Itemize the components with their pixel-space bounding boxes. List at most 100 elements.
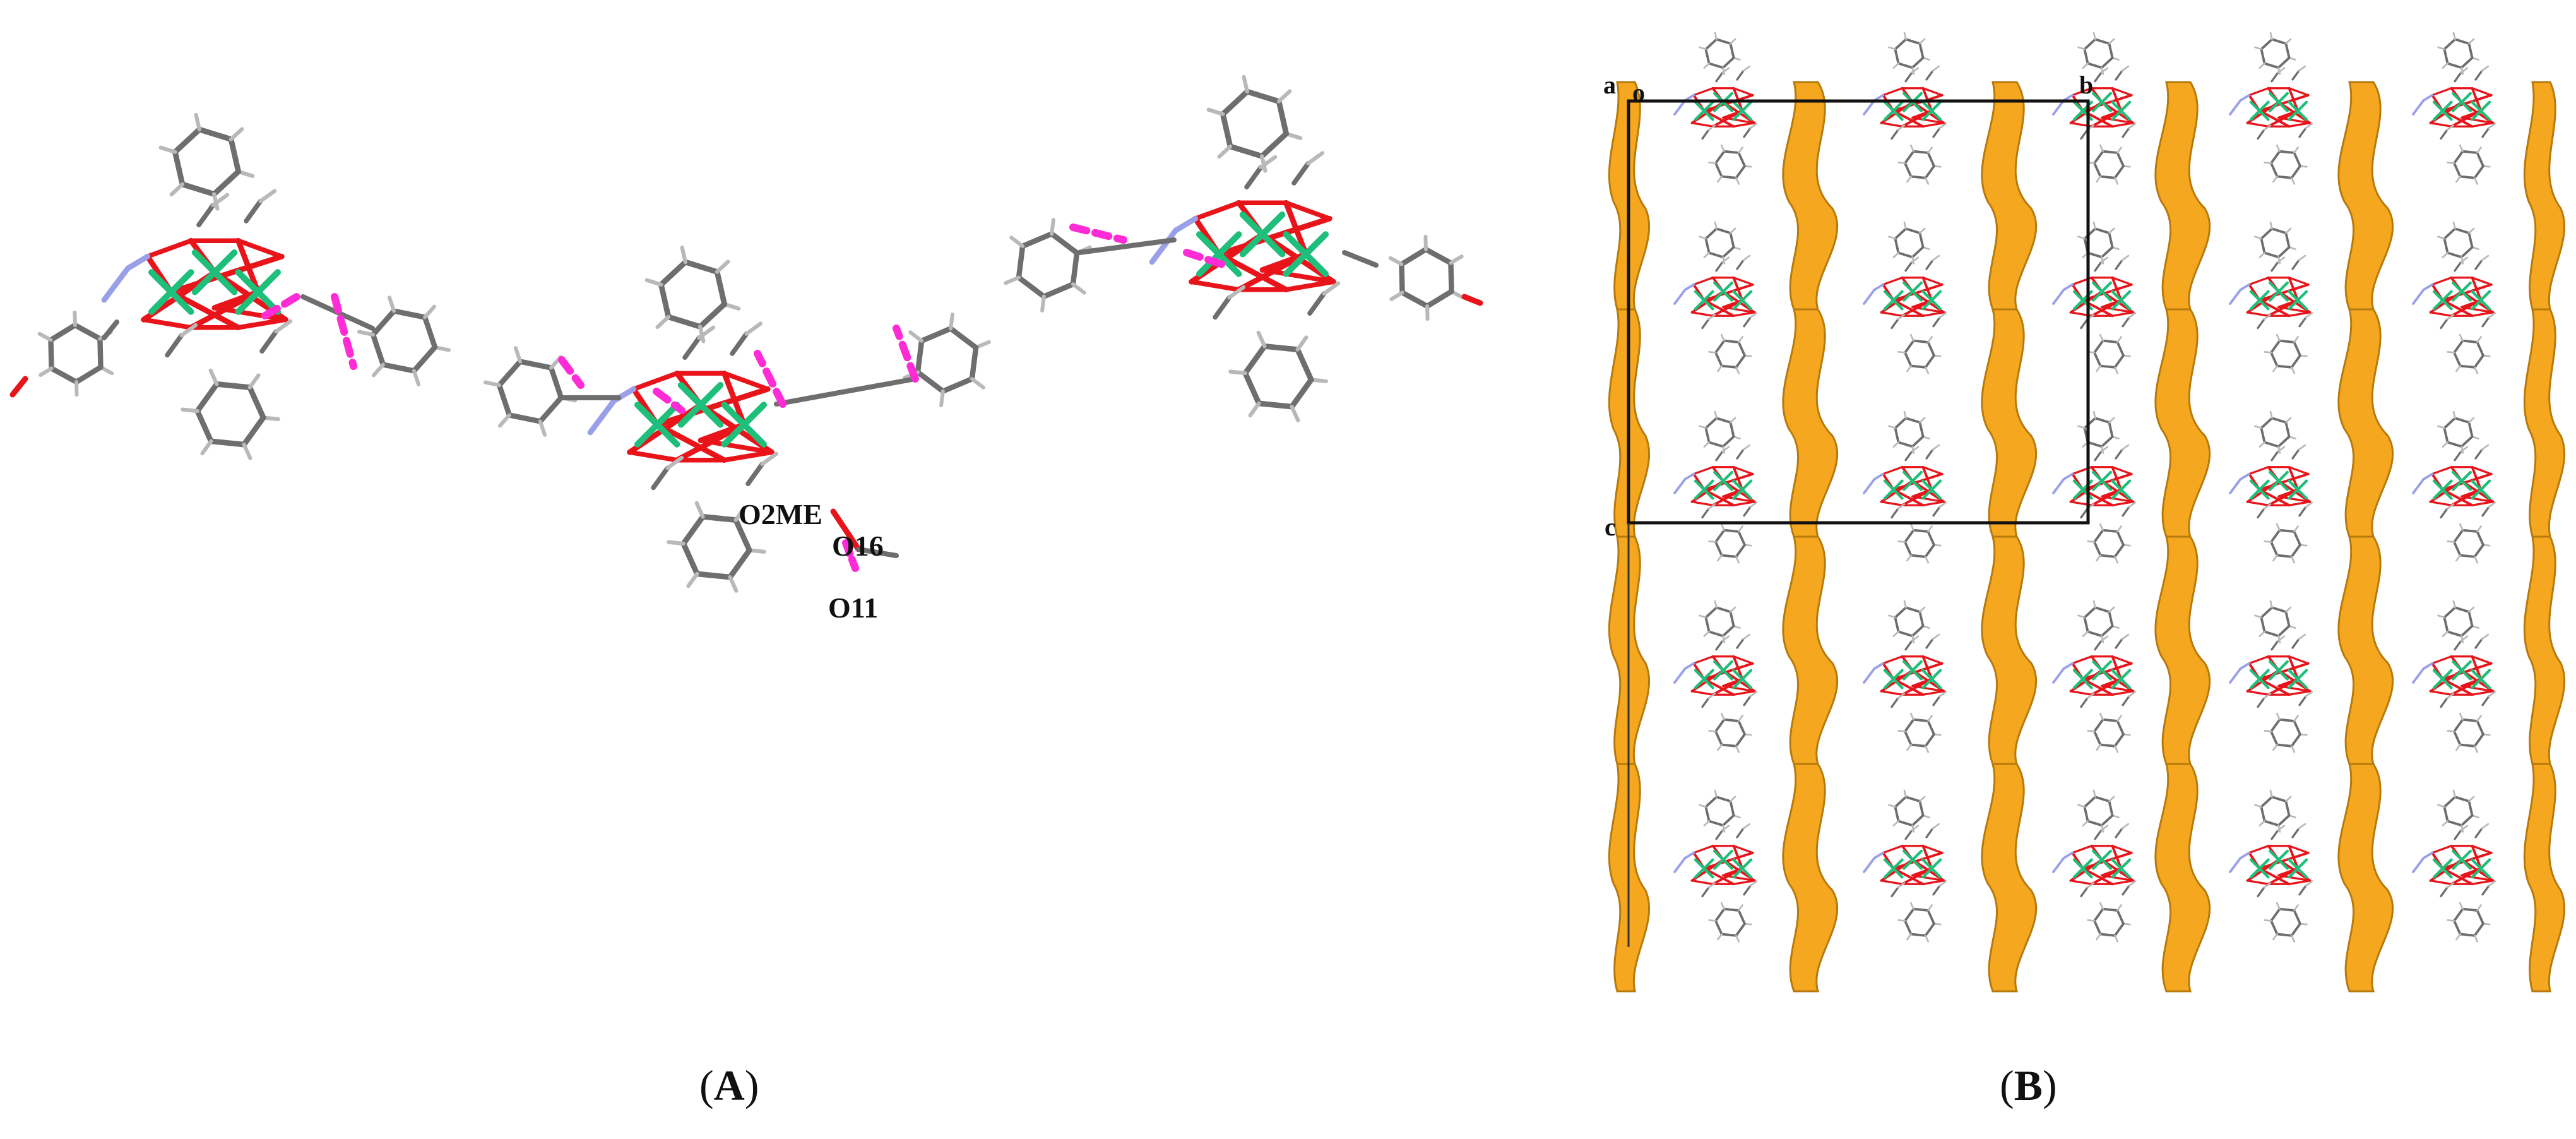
nitrogen-bond — [1683, 662, 1695, 670]
hydrogen-bond-stick — [2092, 789, 2096, 798]
metal-center — [2269, 92, 2289, 112]
hydrogen-bond-stick — [2258, 631, 2265, 637]
metal-center — [2471, 858, 2491, 879]
aromatic-ring-bond — [2443, 796, 2457, 808]
metal-center — [2072, 858, 2093, 879]
hydrogen-bond-stick — [2099, 333, 2104, 342]
hydrogen-bond-stick — [2455, 365, 2461, 373]
void-surface — [2154, 535, 2211, 765]
aromatic-ring-bond — [172, 126, 203, 155]
hydrogen-bond-stick — [2108, 606, 2115, 613]
nitrogen-bond — [2239, 662, 2251, 670]
hydrogen-bond-stick — [2086, 693, 2095, 700]
aromatic-ring-bond — [1897, 630, 1914, 638]
hydrogen-bond-stick — [908, 330, 924, 343]
aromatic-ring-bond — [2453, 730, 2462, 746]
hydrogen-bond-stick — [2116, 904, 2122, 912]
metal-oxygen-bond — [2101, 299, 2123, 309]
aromatic-ring-bond — [2290, 544, 2301, 558]
aromatic-ring-bond — [1715, 227, 1732, 234]
metal-center — [2269, 281, 2289, 302]
hydrogen-bond-stick — [1897, 503, 1906, 510]
aromatic-ring-bond — [2086, 820, 2103, 827]
oxygen-bridge — [2429, 690, 2453, 696]
metal-center — [1713, 849, 1733, 870]
void-surfaces — [1608, 81, 2565, 993]
metal-oxygen-bond — [168, 289, 241, 331]
panel-b-caption: (B) — [2000, 1061, 2057, 1109]
aromatic-ring-bond — [2461, 528, 2479, 533]
methyl-bond — [2270, 71, 2279, 83]
aromatic-ring-bond — [2094, 606, 2111, 613]
aromatic-ring-bond — [194, 381, 220, 414]
hydrogen-bond-stick — [2258, 252, 2265, 258]
metal-oxygen-bond — [1722, 677, 1744, 688]
hydrogen-bond-stick — [1903, 600, 1907, 609]
metal-center — [2269, 470, 2289, 491]
aromatic-ring-bond — [2260, 237, 2266, 254]
nitrogen-bond — [2422, 851, 2434, 859]
methyl-bond — [1932, 506, 1941, 517]
methyl-bond — [2270, 450, 2279, 462]
oxygen-bridge — [2111, 122, 2135, 128]
metal-oxygen-bond — [2081, 867, 2114, 886]
nitrogen-bond — [2412, 667, 2425, 684]
hydrogen-bond-stick — [2459, 523, 2464, 532]
oxygen-bridge — [235, 238, 284, 259]
nitrogen-bond — [2229, 289, 2242, 305]
oxygen-bridge — [1722, 495, 1756, 503]
aromatic-ring-bond — [969, 345, 979, 382]
aromatic-ring-bond — [1295, 347, 1314, 383]
hydrogen-bond-stick — [258, 189, 277, 203]
oxygen-bridge — [2460, 116, 2495, 124]
oxygen-bridge — [1732, 501, 1756, 506]
aromatic-ring-bond — [1070, 250, 1080, 287]
aromatic-ring-bond — [2093, 339, 2104, 354]
nitrogen-bond — [1863, 857, 1876, 873]
hydrogen-bond-stick — [2455, 554, 2461, 562]
metal-oxygen-bond — [1702, 677, 1735, 696]
nitrogen-bond — [2062, 851, 2074, 859]
aromatic-ring-bond — [680, 514, 706, 547]
oxygen-bridge — [2288, 655, 2310, 665]
metal-center — [2452, 849, 2472, 870]
oxygen-bridge — [2111, 277, 2133, 286]
aromatic-ring-bond — [2116, 720, 2125, 736]
hydrogen-bond-stick — [1938, 880, 1947, 887]
aromatic-ring-bond — [1924, 165, 1935, 179]
aromatic-ring-bond — [2459, 175, 2476, 179]
oxygen-bridge — [2460, 684, 2495, 693]
aromatic-ring-bond — [1399, 261, 1405, 295]
hydrogen-bond-stick — [2254, 425, 2262, 429]
nitrogen-bond — [2239, 851, 2251, 859]
terminal-oxygen — [1461, 294, 1483, 306]
aromatic-ring-bond — [1904, 351, 1913, 367]
hydrogen-bond-stick — [2269, 32, 2273, 40]
aromatic-ring-bond — [48, 322, 78, 343]
aromatic-ring-bond — [2453, 351, 2462, 367]
aromatic-ring-bond — [2093, 162, 2102, 178]
aromatic-ring-bond — [1735, 733, 1746, 748]
hydrogen-bond-stick — [2459, 712, 2464, 721]
methyl-bond — [745, 462, 765, 486]
void-surface — [1782, 308, 1839, 538]
aromatic-ring-bond — [1904, 540, 1913, 557]
metal-center — [2471, 290, 2491, 311]
oxygen-bridge — [1882, 87, 1904, 97]
hydrogen-bond-stick — [2442, 631, 2448, 637]
aromatic-ring-bond — [2116, 909, 2125, 925]
methyl-bond — [1701, 697, 1710, 708]
methyl-bond — [2474, 827, 2483, 838]
hydrogen-bond-stick — [2277, 445, 2281, 454]
hydrogen-bond-stick — [2452, 789, 2456, 798]
oxygen-bridge — [1911, 684, 1945, 693]
aromatic-ring-bond — [2443, 38, 2457, 51]
hydrogen-bond-stick — [1888, 236, 1896, 240]
oxygen-bridge — [141, 317, 194, 330]
metal-center — [2269, 660, 2289, 681]
hydrogen-bond-stick — [2291, 934, 2296, 943]
aromatic-ring-bond — [1707, 820, 1724, 827]
oxygen-bridge — [2246, 690, 2270, 696]
aromatic-ring-bond — [1714, 339, 1726, 354]
hydrogen-bond-stick — [158, 145, 177, 154]
